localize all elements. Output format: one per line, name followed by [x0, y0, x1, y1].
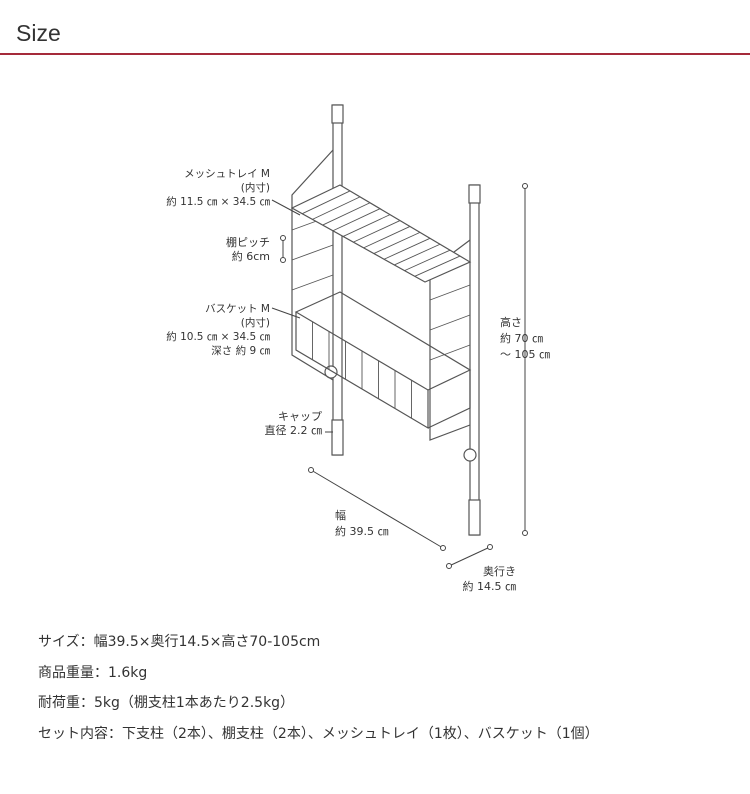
label-line: 深さ 約 9 ㎝	[211, 345, 270, 357]
title-divider	[0, 53, 750, 55]
label-line: 約 6cm	[231, 250, 270, 263]
label-line: (内寸)	[240, 317, 270, 329]
label-line: 約 14.5 ㎝	[462, 580, 517, 593]
label-line: 〜 105 ㎝	[500, 348, 550, 361]
spec-contents: セット内容：下支柱（2本）、棚支柱（2本）、メッシュトレイ（1枚）、バスケット（…	[38, 725, 599, 742]
label-line: キャップ	[278, 410, 322, 423]
width-label: 幅 約 39.5 ㎝	[335, 508, 389, 540]
label-line: 約 11.5 ㎝ × 34.5 ㎝	[166, 196, 270, 208]
spec-size: サイズ：幅39.5×奥行14.5×高さ70-105cm	[38, 634, 321, 650]
label-line: 約 70 ㎝	[500, 332, 543, 345]
label-line: (内寸)	[240, 182, 270, 194]
right-pole	[469, 184, 480, 536]
height-label: 高さ 約 70 ㎝ 〜 105 ㎝	[500, 315, 550, 363]
spec-weight: 商品重量：1.6kg	[38, 664, 148, 681]
label-line: 約 39.5 ㎝	[335, 525, 389, 538]
label-line: 約 10.5 ㎝ × 34.5 ㎝	[166, 331, 270, 343]
label-line: メッシュトレイ M	[184, 168, 270, 180]
shelf-pitch-label: 棚ピッチ 約 6cm	[226, 236, 270, 264]
label-line: 棚ピッチ	[226, 236, 270, 249]
label-line: 幅	[335, 509, 346, 522]
section-title: Size	[16, 20, 61, 46]
mesh-tray-label: メッシュトレイ M (内寸) 約 11.5 ㎝ × 34.5 ㎝	[166, 167, 270, 209]
spec-list: サイズ：幅39.5×奥行14.5×高さ70-105cm 商品重量：1.6kg 耐…	[38, 627, 599, 749]
back-frame	[291, 149, 334, 381]
depth-label: 奥行き 約 14.5 ㎝	[463, 564, 517, 594]
spec-load: 耐荷重：5kg（棚支柱1本あたり2.5kg）	[38, 695, 295, 711]
basket-label: バスケット M (内寸) 約 10.5 ㎝ × 34.5 ㎝ 深さ 約 9 ㎝	[166, 302, 270, 358]
cap-label: キャップ 直径 2.2 ㎝	[265, 410, 323, 438]
label-line: 奥行き	[483, 565, 516, 578]
left-pole	[332, 104, 343, 456]
label-line: 直径 2.2 ㎝	[264, 424, 323, 437]
mesh-tray	[290, 184, 472, 283]
label-line: 高さ	[500, 316, 522, 329]
label-line: バスケット M	[205, 303, 270, 315]
basket	[294, 291, 472, 391]
